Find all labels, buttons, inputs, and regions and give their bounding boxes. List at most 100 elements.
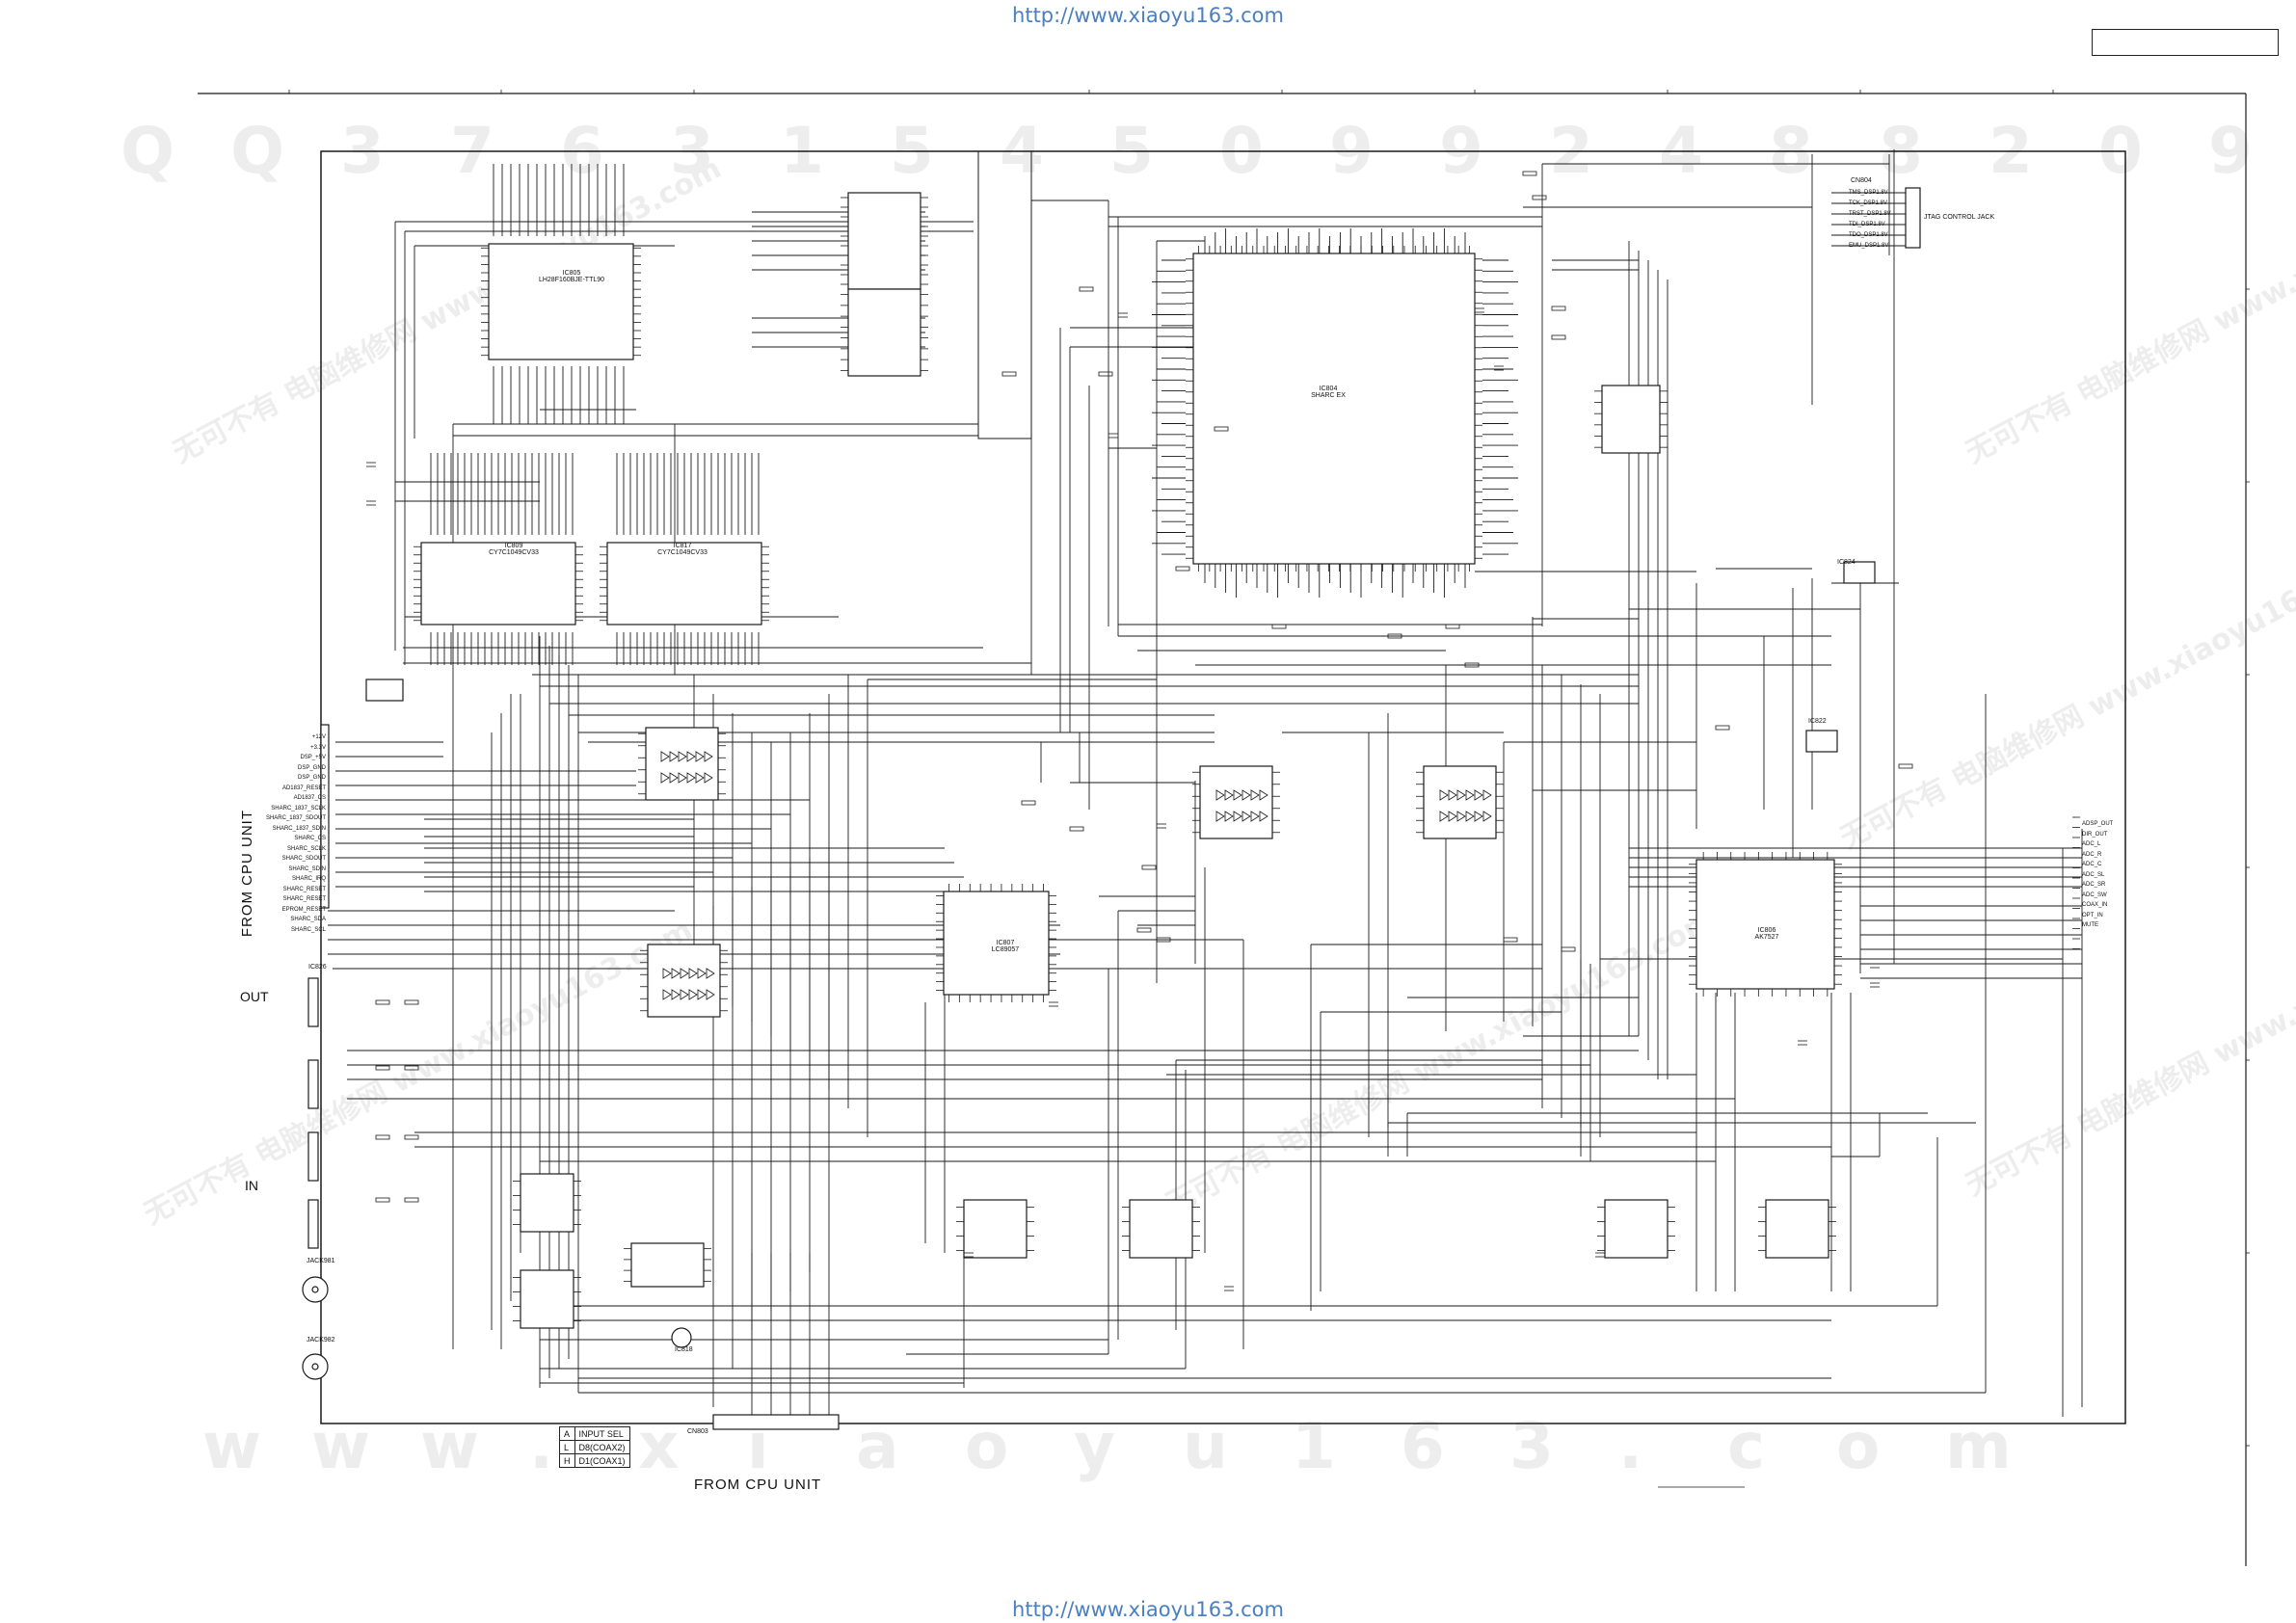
buffer-gate — [680, 968, 689, 979]
buffer-gate — [1448, 789, 1457, 801]
jtag-pin-label: TDI_DSP1.8V — [1849, 222, 1885, 227]
buffer-gate — [1215, 811, 1225, 822]
jtag-label: JTAG CONTROL JACK — [1924, 214, 1995, 221]
resistor — [1175, 566, 1190, 572]
right-signal-label: ADC_L — [2082, 841, 2101, 847]
buffer-gate — [695, 772, 705, 784]
ic809-body — [420, 542, 576, 625]
buffer-gate — [1241, 811, 1251, 822]
ic805-body — [488, 243, 634, 360]
ic-logic-4 — [520, 1269, 574, 1329]
watermark-char: . — [529, 1409, 554, 1483]
buffer-gate — [678, 772, 687, 784]
buffer-gate — [660, 772, 670, 784]
buffer-gate — [1233, 811, 1242, 822]
buffer-gate — [1439, 789, 1449, 801]
left-signal-label: SHARC_1837_SDOUT — [265, 815, 326, 821]
right-signal-label: ADC_SR — [2082, 882, 2106, 888]
jack982-label: JACK982 — [307, 1337, 335, 1344]
cn803-label: CN803 — [687, 1428, 708, 1435]
buffer-gate — [1465, 811, 1475, 822]
left-signal-label: SHARC_1837_SCLK — [271, 805, 326, 812]
right-signal-label: ADC_SW — [2082, 891, 2107, 898]
watermark-char: a — [856, 1409, 899, 1483]
out-label: OUT — [240, 989, 269, 1004]
right-signal-label: ADC_SL — [2082, 871, 2105, 878]
resistor — [1136, 927, 1152, 933]
buffer-gate — [686, 751, 696, 762]
ic806-body — [1695, 859, 1835, 990]
buffer-gate — [678, 751, 687, 762]
buffer-gate — [704, 772, 713, 784]
left-signal-label: SHARC_SDA — [290, 917, 326, 922]
ic822-label: IC822 — [1808, 718, 1827, 725]
buffer-gate — [688, 968, 698, 979]
left-signal-label: DSP_GND — [297, 775, 326, 781]
left-signal-label: SHARC_CS — [294, 836, 326, 841]
resistor — [1464, 662, 1480, 668]
right-signal-label: MUTE — [2082, 922, 2098, 928]
resistor — [404, 1197, 419, 1203]
top-url[interactable]: http://www.xiaoyu163.com — [1012, 4, 1284, 27]
buffer-gate — [680, 989, 689, 1000]
buffer-gate — [1465, 789, 1475, 801]
buffer-gate — [686, 772, 696, 784]
buffer-gate — [695, 751, 705, 762]
resistor — [404, 999, 419, 1005]
ic807-body — [943, 891, 1050, 996]
coax-jack-2-center — [311, 1363, 319, 1370]
resistor — [1069, 826, 1084, 832]
watermark-char: o — [1836, 1409, 1881, 1483]
ic826-label: IC826 — [308, 964, 327, 971]
buffer-gate — [1456, 811, 1466, 822]
ic-buffer-2 — [1423, 765, 1497, 839]
left-signal-label: AD1837_CS — [293, 795, 326, 801]
resistor — [404, 1065, 419, 1071]
buffer-gate — [704, 751, 713, 762]
cn-left-strip — [320, 724, 330, 909]
resistor — [1271, 624, 1287, 629]
in-label: IN — [245, 1178, 258, 1193]
watermark-char: c — [1727, 1409, 1766, 1483]
resistor — [1098, 371, 1113, 377]
left-signal-label: DSP_+5V — [300, 755, 326, 760]
right-signal-label: ADSP_OUT — [2082, 821, 2114, 827]
watermark-char: 9 — [2208, 114, 2253, 188]
resistor — [1021, 800, 1036, 806]
watermark-char: 6 — [1401, 1409, 1445, 1483]
buffer-gate — [1224, 811, 1234, 822]
jtag-pin-label: TDO_DSP1.8V — [1849, 232, 1888, 238]
ic-opamp-2 — [1765, 1199, 1829, 1259]
buffer-gate — [662, 989, 672, 1000]
resistor — [1551, 334, 1566, 340]
ic-logic-2 — [1129, 1199, 1193, 1259]
watermark-char: u — [1183, 1409, 1228, 1483]
watermark-char: w — [202, 1409, 261, 1483]
watermark-char: Q — [120, 114, 175, 188]
resistor — [1715, 725, 1730, 731]
ic-opamp-1 — [1604, 1199, 1669, 1259]
watermark-char: Q — [230, 114, 285, 188]
resistor — [404, 1134, 419, 1140]
bottom-url[interactable]: http://www.xiaoyu163.com — [1012, 1598, 1284, 1621]
left-signal-label: SHARC_IRQ — [291, 876, 326, 882]
ic-buffer-1 — [1199, 765, 1273, 839]
left-signal-label: SHARC_SDOUT — [281, 856, 326, 862]
buffer-gate — [1241, 789, 1251, 801]
resistor — [1522, 171, 1537, 176]
buffer-gate — [1215, 789, 1225, 801]
resistor — [375, 999, 390, 1005]
ic-logic-1 — [963, 1199, 1028, 1259]
ic-logic-3 — [520, 1173, 574, 1233]
watermark-char: . — [1618, 1409, 1643, 1483]
resistor — [375, 1197, 390, 1203]
ic-regulator-3 — [365, 678, 404, 702]
buffer-gate — [697, 989, 707, 1000]
buffer-gate — [1259, 789, 1268, 801]
